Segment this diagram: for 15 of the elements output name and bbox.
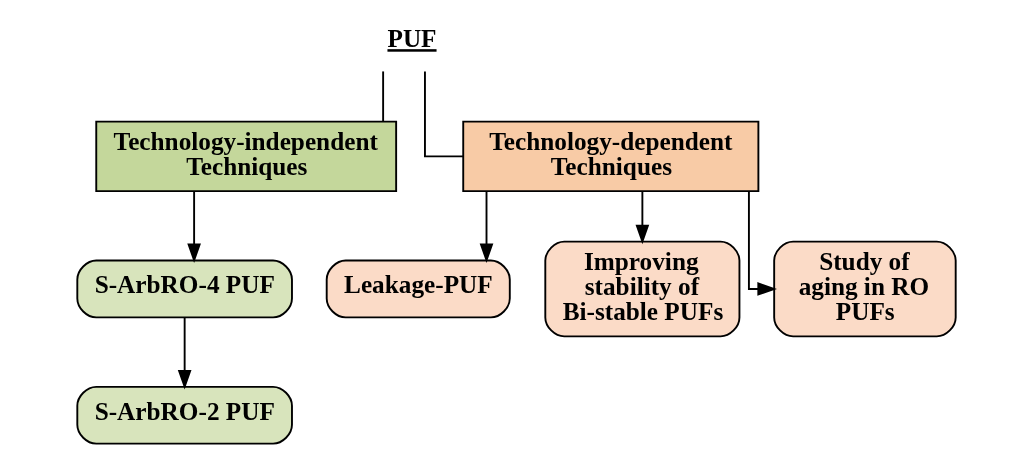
- arrow: [187, 190, 201, 264]
- connector: [424, 70, 464, 158]
- node-box: S-ArbRO-4 PUF: [76, 259, 293, 319]
- connector: [382, 70, 385, 123]
- arrow: [747, 190, 777, 296]
- node-box: Technology-dependent Techniques: [462, 120, 760, 193]
- node-box: Study of aging in RO PUFs: [773, 240, 957, 338]
- arrow: [479, 190, 494, 264]
- node-box: S-ArbRO-2 PUF: [76, 385, 293, 445]
- node-box: Improving stability of Bi-stable PUFs: [544, 240, 741, 338]
- node-box: Technology-independent Techniques: [95, 120, 398, 193]
- node-text: PUF: [387, 24, 437, 53]
- node-box: Leakage-PUF: [325, 259, 511, 319]
- arrow: [635, 190, 650, 245]
- arrow: [177, 316, 192, 390]
